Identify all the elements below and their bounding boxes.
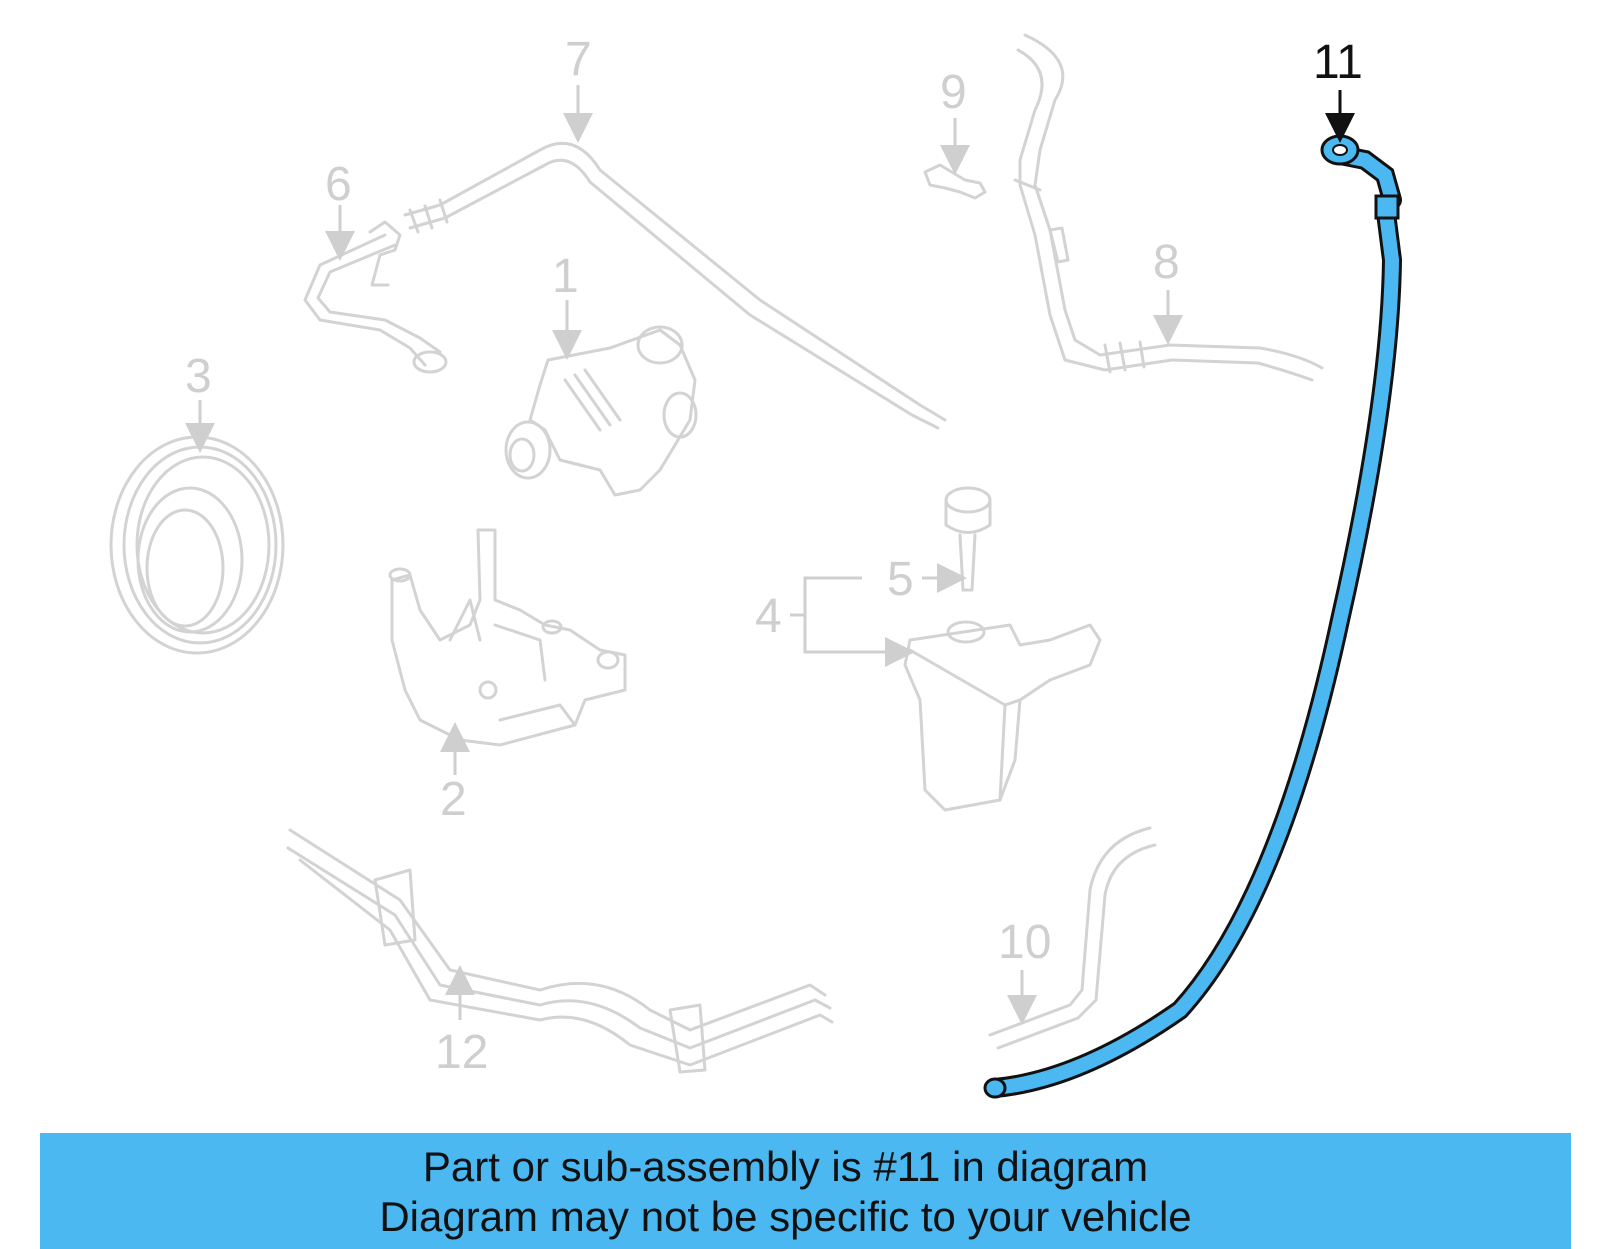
part-8-hose <box>1013 33 1324 382</box>
part-12-cooler-line <box>286 828 834 1074</box>
part-7-pipe <box>403 85 947 430</box>
part-5-cap <box>922 486 992 593</box>
callout-5: 5 <box>887 553 914 606</box>
part-2-bracket <box>388 528 627 775</box>
banner-part-line: Part or sub-assembly is #11 in diagram <box>422 1143 1149 1190</box>
part-6-pipe <box>303 205 448 374</box>
callout-3: 3 <box>185 350 212 403</box>
callout-8: 8 <box>1153 236 1180 289</box>
callout-4: 4 <box>755 590 782 643</box>
part-11-hose-highlighted[interactable] <box>983 90 1403 1099</box>
part-9-fitting <box>923 118 987 200</box>
callout-6: 6 <box>325 158 352 211</box>
part-4-reservoir <box>790 576 1102 812</box>
callout-2: 2 <box>440 773 467 826</box>
callout-7: 7 <box>565 33 592 86</box>
banner-disclaimer-line: Diagram may not be specific to your vehi… <box>379 1193 1192 1240</box>
callout-10: 10 <box>998 916 1051 969</box>
part-1-pump <box>504 300 698 497</box>
callout-1: 1 <box>552 250 579 303</box>
callout-12: 12 <box>435 1026 488 1079</box>
callout-9: 9 <box>940 66 967 119</box>
info-banner: Part or sub-assembly is #11 in diagram D… <box>40 1133 1571 1249</box>
part-10-hose <box>988 826 1157 1050</box>
part-3-pulley <box>109 400 285 655</box>
callout-11: 11 <box>1313 36 1363 89</box>
